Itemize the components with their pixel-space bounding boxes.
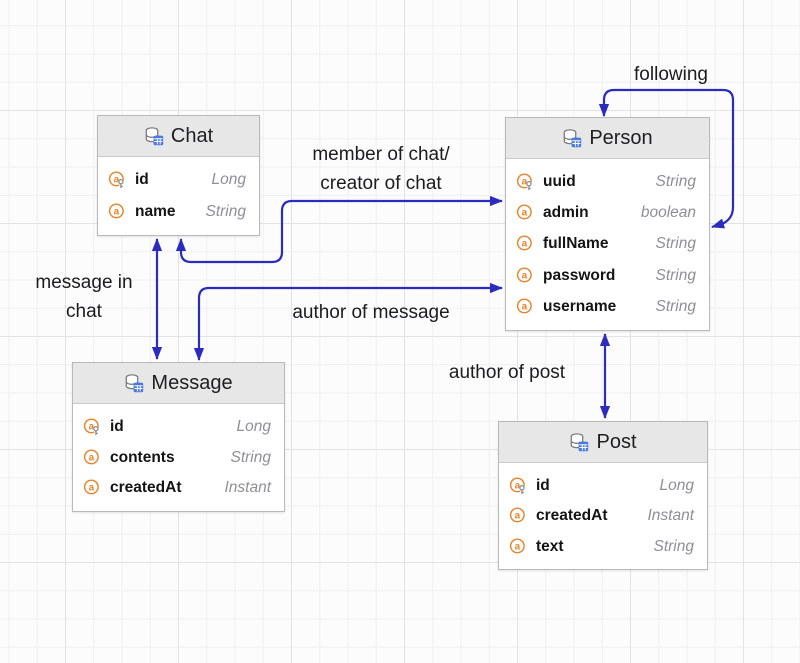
svg-text:a: a <box>522 208 528 219</box>
attribute-icon: a <box>516 204 532 220</box>
entity-header[interactable]: Message <box>73 363 284 404</box>
attribute-icon: a <box>516 267 532 283</box>
field-row[interactable]: a createdAt Instant <box>73 478 284 498</box>
svg-text:a: a <box>89 452 95 463</box>
entity-message[interactable]: Message a id Long a contents String a cr… <box>72 362 285 512</box>
field-row[interactable]: a id Long <box>73 417 284 437</box>
entity-chat[interactable]: Chat a id Long a name String <box>97 115 260 236</box>
field-row[interactable]: a fullName String <box>506 234 709 254</box>
primary-key-attribute-icon: a <box>516 173 532 191</box>
relationship-arrow-author-of-message[interactable] <box>193 282 503 361</box>
field-name: createdAt <box>536 507 608 524</box>
field-name: createdAt <box>110 479 182 497</box>
field-name: uuid <box>543 173 576 191</box>
field-name: username <box>543 297 617 315</box>
field-type: String <box>655 297 697 315</box>
field-name: id <box>135 171 149 189</box>
primary-key-attribute-icon: a <box>108 171 124 189</box>
svg-text:a: a <box>89 421 95 432</box>
field-name: id <box>536 476 550 494</box>
attribute-icon: a <box>516 235 532 251</box>
field-row[interactable]: a id Long <box>98 170 259 190</box>
entity-title: Post <box>596 430 637 453</box>
field-row[interactable]: a contents String <box>73 448 284 468</box>
field-type: Instant <box>224 479 271 497</box>
svg-text:a: a <box>522 270 528 281</box>
relationship-arrow-following[interactable] <box>598 88 735 229</box>
entity-post[interactable]: Post a id Long a createdAt Instant a tex… <box>498 421 708 570</box>
primary-key-attribute-icon: a <box>83 418 99 435</box>
entity-title: Chat <box>170 124 214 147</box>
attribute-icon: a <box>83 479 99 495</box>
svg-text:a: a <box>515 510 521 521</box>
svg-text:a: a <box>522 177 528 188</box>
database-table-icon <box>126 374 144 393</box>
entity-body: a id Long a name String <box>98 157 259 235</box>
entity-body: a id Long a createdAt Instant a text Str… <box>499 463 707 569</box>
field-row[interactable]: a password String <box>506 266 709 286</box>
relationship-label-author-of-post[interactable]: author of post <box>448 362 566 383</box>
svg-text:a: a <box>515 541 521 552</box>
attribute-icon: a <box>516 298 532 314</box>
attribute-icon: a <box>509 507 525 523</box>
field-type: Long <box>659 476 694 494</box>
field-name: id <box>110 417 124 435</box>
svg-text:a: a <box>515 480 521 491</box>
svg-text:a: a <box>114 206 120 217</box>
relationship-label-member-of-chat[interactable]: member of chat/ creator of chat <box>312 144 450 194</box>
field-type: String <box>655 235 697 253</box>
field-type: Instant <box>647 507 694 524</box>
svg-text:a: a <box>522 239 528 250</box>
attribute-icon: a <box>509 537 525 553</box>
field-name: name <box>135 202 176 220</box>
attribute-icon: a <box>83 448 99 464</box>
field-type: String <box>230 448 272 466</box>
relationship-arrow-member-of-chat[interactable] <box>175 195 503 264</box>
relationship-label-following[interactable]: following <box>634 64 708 85</box>
field-name: admin <box>543 204 589 222</box>
field-row[interactable]: a text String <box>499 537 707 557</box>
svg-text:a: a <box>522 301 528 312</box>
svg-text:a: a <box>89 483 95 494</box>
field-type: Long <box>211 171 246 189</box>
field-type: String <box>655 266 697 284</box>
field-type: Long <box>236 417 271 435</box>
relationship-label-author-of-message[interactable]: author of message <box>292 302 450 323</box>
field-name: password <box>543 266 616 284</box>
field-type: String <box>653 537 695 555</box>
primary-key-attribute-icon: a <box>509 476 525 494</box>
field-row[interactable]: a username String <box>506 297 709 317</box>
database-table-icon <box>145 127 164 146</box>
field-row[interactable]: a id Long <box>499 476 707 496</box>
entity-header[interactable]: Post <box>499 422 707 463</box>
svg-text:a: a <box>114 175 120 186</box>
field-row[interactable]: a createdAt Instant <box>499 506 707 526</box>
field-name: contents <box>110 448 175 466</box>
field-name: text <box>536 537 564 555</box>
entity-header[interactable]: Chat <box>98 116 259 157</box>
database-table-icon <box>563 129 582 148</box>
entity-title: Message <box>151 371 233 394</box>
relationship-label-message-in-chat[interactable]: message in chat <box>35 272 133 322</box>
field-name: fullName <box>543 235 609 253</box>
database-table-icon <box>571 433 589 452</box>
entity-body: a id Long a contents String a createdAt … <box>73 404 284 511</box>
attribute-icon: a <box>108 203 124 219</box>
